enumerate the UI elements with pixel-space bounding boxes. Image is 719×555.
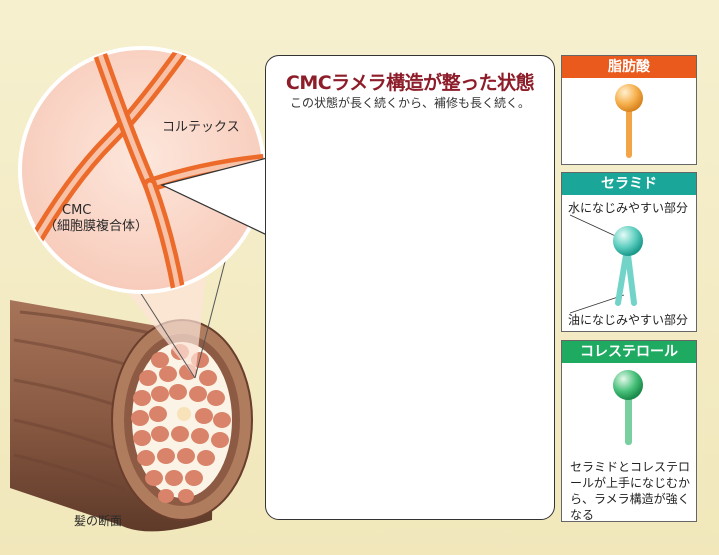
fatty-acid-icon [615,84,643,158]
hair-section-caption: 髪の断面 [74,514,123,528]
cholesterol-icon [613,370,643,445]
lipophilic-label: 油になじみやすい部分 [568,313,689,327]
cortex-label: コルテックス [162,120,240,135]
cholesterol-title: コレステロール [562,341,696,363]
magnified-circle [18,46,266,294]
fatty-acid-card: 脂肪酸 [561,55,697,165]
ceramide-card: セラミド 水になじみやすい部分 油になじみやすい部分 [561,172,697,332]
hydrophilic-label: 水になじみやすい部分 [568,201,689,215]
lamella-panel: CMCラメラ構造が整った状態 この状態が長く続くから、補修も長く続く。 [265,55,555,520]
cmc-label: CMC [62,203,92,218]
cholesterol-description: セラミドとコレステロールが上手になじむから、ラメラ構造が強くなる [570,460,691,522]
ceramide-icon [569,214,643,314]
hair-strand [10,300,253,532]
ceramide-title: セラミド [562,173,696,195]
fatty-acid-title: 脂肪酸 [562,56,696,78]
cholesterol-card: コレステロール セラミドとコレステロールが上手になじむから、ラメラ構造が強くなる [561,340,697,522]
cmc-label-detail: （細胞膜複合体） [44,219,149,234]
panel-subtitle: この状態が長く続くから、補修も長く続く。 [289,96,530,110]
panel-title: CMCラメラ構造が整った状態 [285,72,535,94]
